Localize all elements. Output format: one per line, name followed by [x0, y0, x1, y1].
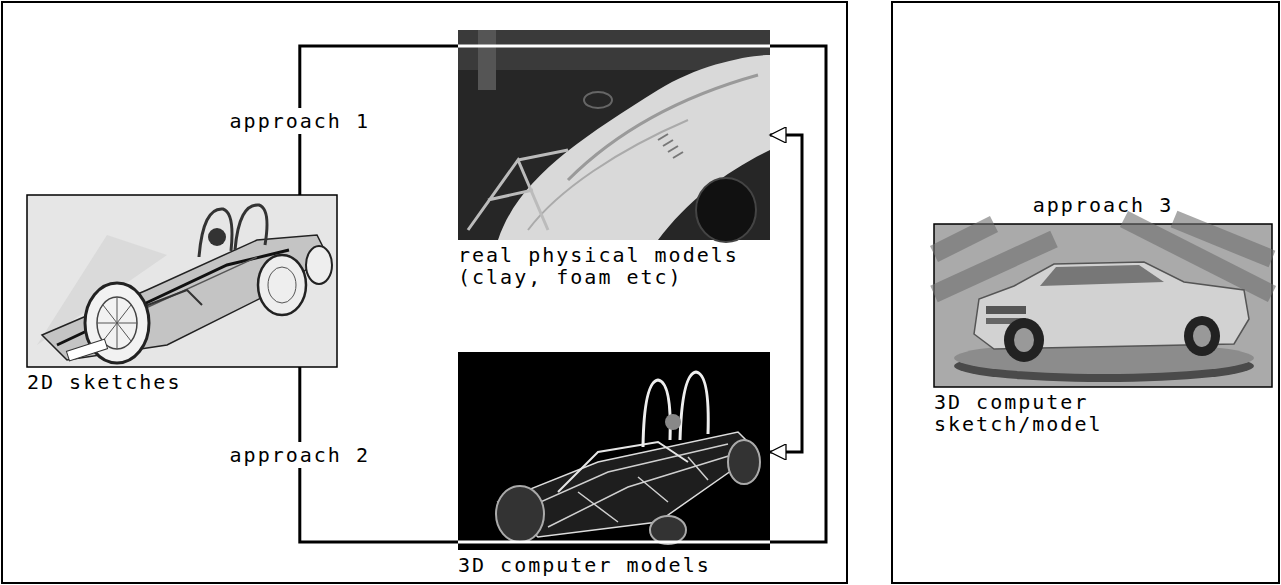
connector-group	[300, 46, 826, 542]
left-panel	[2, 2, 847, 583]
image-caption: 3D computer sketch/model	[934, 391, 1164, 435]
approach-label: approach 2	[226, 442, 374, 468]
image-caption: 3D computer models	[458, 554, 770, 576]
right-panel	[892, 2, 1279, 583]
image-box: approach 33D computer sketch/model	[934, 224, 1272, 387]
image-box: real physical models (clay, foam etc)	[458, 30, 770, 240]
wireframe-render	[458, 352, 770, 550]
approach-label: approach 1	[226, 108, 374, 134]
clay-model-photo	[458, 30, 770, 242]
image-caption: real physical models (clay, foam etc)	[458, 244, 770, 288]
computer-sketch-render	[934, 219, 1272, 387]
connector-line	[770, 135, 802, 452]
image-box: 2D sketches	[27, 195, 337, 367]
sketch-picture	[27, 195, 337, 367]
image-box: 3D computer models	[458, 352, 770, 550]
connector-line	[770, 46, 826, 542]
image-caption: 2D sketches	[27, 371, 337, 393]
approach-heading: approach 3	[934, 194, 1272, 216]
